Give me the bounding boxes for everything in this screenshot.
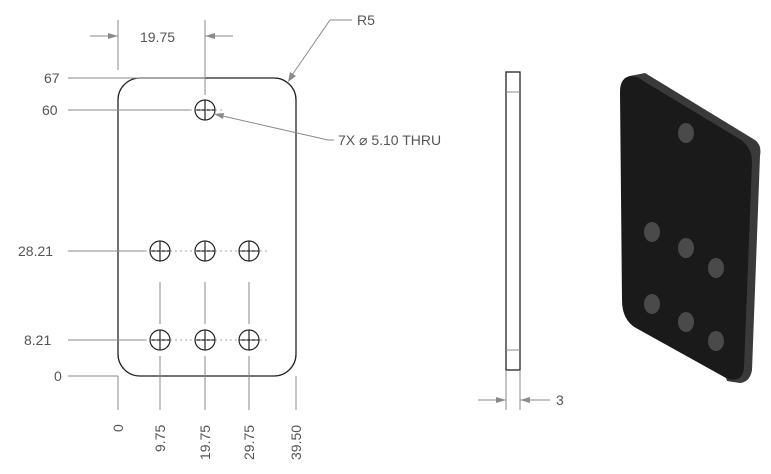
x-dim-19-75: 19.75 [197, 425, 213, 460]
x-dim-39-50: 39.50 [288, 425, 304, 460]
y-dim-0: 0 [54, 368, 62, 384]
hole-callout-label: 7X ⌀ 5.10 THRU [338, 132, 441, 148]
front-view: 19.75 R5 7X ⌀ 5.10 THRU 67 60 28.21 8.21… [18, 12, 441, 460]
radius-label: R5 [357, 12, 375, 28]
top-dimension-line [90, 33, 233, 39]
x-dim-9-75: 9.75 [152, 425, 168, 452]
isometric-view [620, 73, 761, 383]
y-dim-60: 60 [42, 102, 58, 118]
top-dimension-label: 19.75 [140, 29, 175, 45]
side-view: 3 [478, 71, 564, 410]
center-lines [140, 109, 270, 341]
hole-callout-leader [213, 113, 334, 141]
plate-face [620, 76, 752, 380]
x-dim-29-75: 29.75 [241, 425, 257, 460]
y-extension-lines [68, 77, 205, 377]
y-dim-8-21: 8.21 [24, 332, 51, 348]
iso-holes [644, 123, 724, 351]
plate-outline [117, 77, 297, 377]
y-dim-67: 67 [44, 70, 60, 86]
y-dim-28-21: 28.21 [18, 243, 53, 259]
thickness-label: 3 [556, 392, 564, 408]
x-extension-lines [117, 20, 297, 410]
x-dim-0: 0 [110, 424, 126, 432]
radius-leader [288, 19, 352, 82]
